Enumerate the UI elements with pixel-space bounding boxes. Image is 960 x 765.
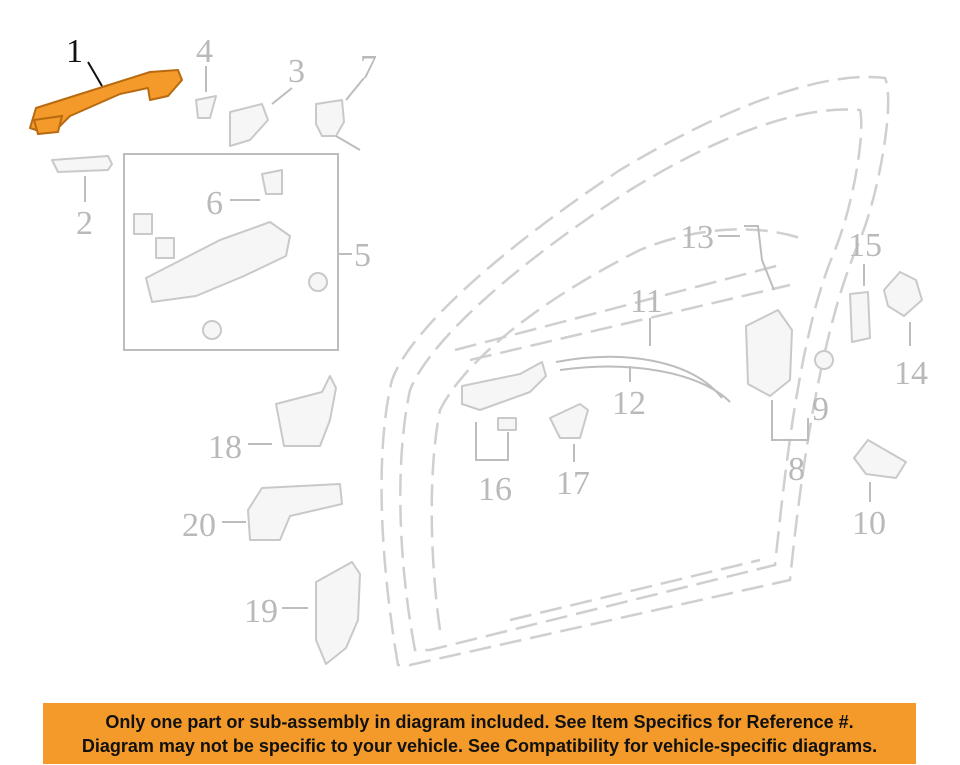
part-10-bracket: 10 <box>852 439 907 542</box>
part-1-outside-handle: 1 <box>29 33 183 136</box>
part-7-lock-cylinder: 7 <box>315 49 377 151</box>
part-11-12-cables: 11 12 <box>555 283 731 422</box>
part-3-cap: 3 <box>229 53 305 147</box>
part-2-gasket: 2 <box>51 155 113 242</box>
part-16-inside-handle: 16 <box>461 361 547 508</box>
door-frame-outline <box>380 75 890 667</box>
callout-8: 8 <box>788 451 805 488</box>
callout-18: 18 <box>208 429 242 466</box>
part-15-shim: 15 <box>848 227 882 343</box>
callout-7: 7 <box>360 49 377 86</box>
callout-15: 15 <box>848 227 882 264</box>
callout-10: 10 <box>852 505 886 542</box>
callout-4: 4 <box>196 33 213 70</box>
part-14-striker: 14 <box>883 271 928 392</box>
callout-19: 19 <box>244 593 278 630</box>
callout-6: 6 <box>206 185 223 222</box>
notice-banner: Only one part or sub-assembly in diagram… <box>43 703 916 764</box>
callout-9: 9 <box>812 391 829 428</box>
part-20-check-arm: 20 <box>182 483 343 544</box>
callout-1: 1 <box>66 33 83 70</box>
part-18-hinge: 18 <box>208 375 337 466</box>
part-9-washer: 9 <box>812 350 834 428</box>
callout-17: 17 <box>556 465 590 502</box>
callout-20: 20 <box>182 507 216 544</box>
parts-diagram: 1 2 3 4 7 5 6 <box>29 33 928 667</box>
notice-line-2: Diagram may not be specific to your vehi… <box>81 736 878 756</box>
part-4-pad: 4 <box>195 33 217 119</box>
callout-13: 13 <box>680 219 714 256</box>
callout-2: 2 <box>76 205 93 242</box>
part-17-bezel: 17 <box>549 403 590 502</box>
callout-11: 11 <box>630 283 663 320</box>
part-5-frame-assembly: 5 6 <box>123 153 371 351</box>
callout-16: 16 <box>478 471 512 508</box>
part-13-rod: 13 <box>680 219 775 291</box>
notice-line-1: Only one part or sub-assembly in diagram… <box>105 712 854 732</box>
part-8-latch: 8 <box>745 309 809 488</box>
callout-5: 5 <box>354 237 371 274</box>
callout-3: 3 <box>288 53 305 90</box>
part-19-hinge: 19 <box>244 561 361 665</box>
callout-14: 14 <box>894 355 928 392</box>
callout-12: 12 <box>612 385 646 422</box>
